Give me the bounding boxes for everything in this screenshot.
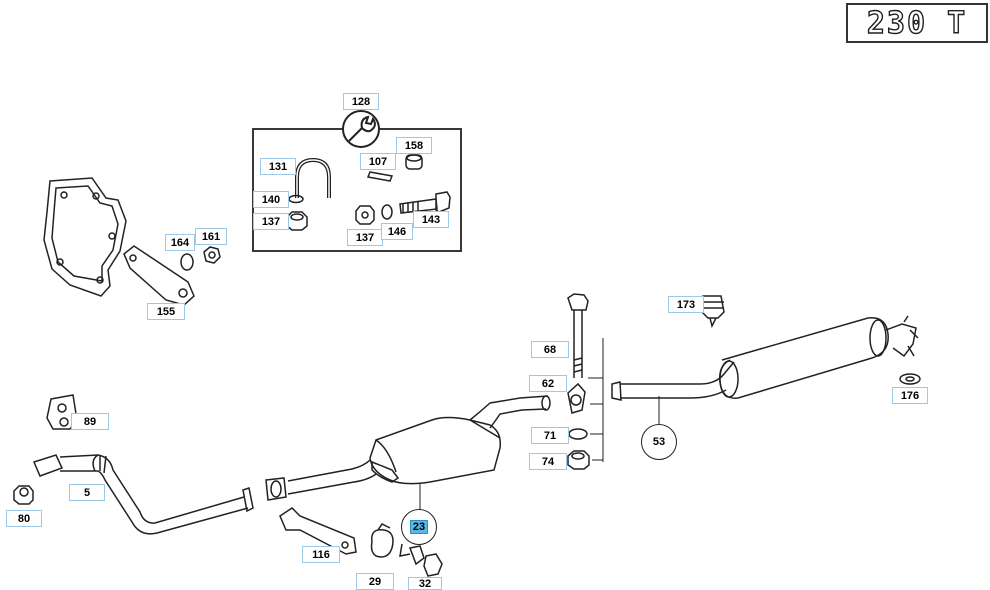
part-label-29[interactable]: 29: [356, 573, 394, 590]
part-label-71[interactable]: 71: [531, 427, 569, 444]
part-label-116[interactable]: 116: [302, 546, 340, 563]
part-label-137-b[interactable]: 137: [347, 229, 383, 246]
model-badge: 230 T: [846, 3, 988, 43]
part-label-32[interactable]: 32: [408, 577, 442, 590]
part-label-137[interactable]: 137: [253, 213, 289, 230]
bolt-part: [399, 191, 451, 214]
part-label-68[interactable]: 68: [531, 341, 569, 358]
nut-part: [203, 246, 221, 264]
nut-part: [286, 211, 308, 231]
bolt-part: [567, 293, 589, 378]
part-label-161[interactable]: 161: [195, 228, 227, 245]
transmission-housing: [43, 177, 127, 297]
part-label-146[interactable]: 146: [381, 223, 413, 240]
intermediate-pipe: [469, 395, 551, 429]
rear-muffler: [718, 315, 919, 399]
part-circle-23[interactable]: 23: [401, 509, 437, 545]
washer-part: [288, 194, 304, 204]
nut-part: [567, 450, 590, 470]
hanger-part: [567, 382, 586, 414]
front-muffler: [369, 416, 502, 485]
wrench-icon: [342, 110, 380, 148]
bracket-part: [279, 507, 357, 555]
part-label-158[interactable]: 158: [396, 137, 432, 154]
washer-hole: [905, 376, 915, 382]
part-label-74[interactable]: 74: [529, 453, 567, 470]
nut-part: [355, 205, 375, 225]
part-circle-53[interactable]: 53: [641, 424, 677, 460]
part-label-131[interactable]: 131: [260, 158, 296, 175]
washer-part: [899, 373, 921, 385]
part-label-5[interactable]: 5: [69, 484, 105, 501]
part-label-155[interactable]: 155: [147, 303, 185, 320]
bushing-part: [405, 154, 423, 170]
u-bolt-part: [295, 157, 331, 198]
leader-line: [419, 396, 660, 510]
part-label-173[interactable]: 173: [668, 296, 704, 313]
part-label-128[interactable]: 128: [343, 93, 379, 110]
bolt-part: [399, 543, 443, 577]
part-label-143[interactable]: 143: [413, 211, 449, 228]
clamp-part: [265, 477, 287, 501]
leader-line: [588, 338, 604, 462]
bracket-part: [123, 245, 195, 306]
washer-part: [381, 204, 393, 220]
part-label-164[interactable]: 164: [165, 234, 195, 251]
tail-pipe: [611, 361, 735, 401]
nut-part: [13, 485, 34, 505]
part-label-62[interactable]: 62: [529, 375, 567, 392]
part-label-176[interactable]: 176: [892, 387, 928, 404]
clamp-part: [370, 523, 394, 558]
washer-part: [568, 428, 588, 440]
front-exhaust-pipe: [32, 454, 254, 535]
pin-part: [366, 171, 394, 182]
gasket-part: [46, 394, 78, 430]
part-label-89[interactable]: 89: [71, 413, 109, 430]
part-label-80[interactable]: 80: [6, 510, 42, 527]
washer-part: [180, 253, 194, 271]
rubber-mount-part: [701, 295, 725, 329]
part-label-107[interactable]: 107: [360, 153, 396, 170]
intermediate-pipe: [287, 459, 377, 495]
part-label-140[interactable]: 140: [253, 191, 289, 208]
part-label-53: 53: [652, 436, 666, 448]
part-label-23: 23: [409, 520, 429, 534]
